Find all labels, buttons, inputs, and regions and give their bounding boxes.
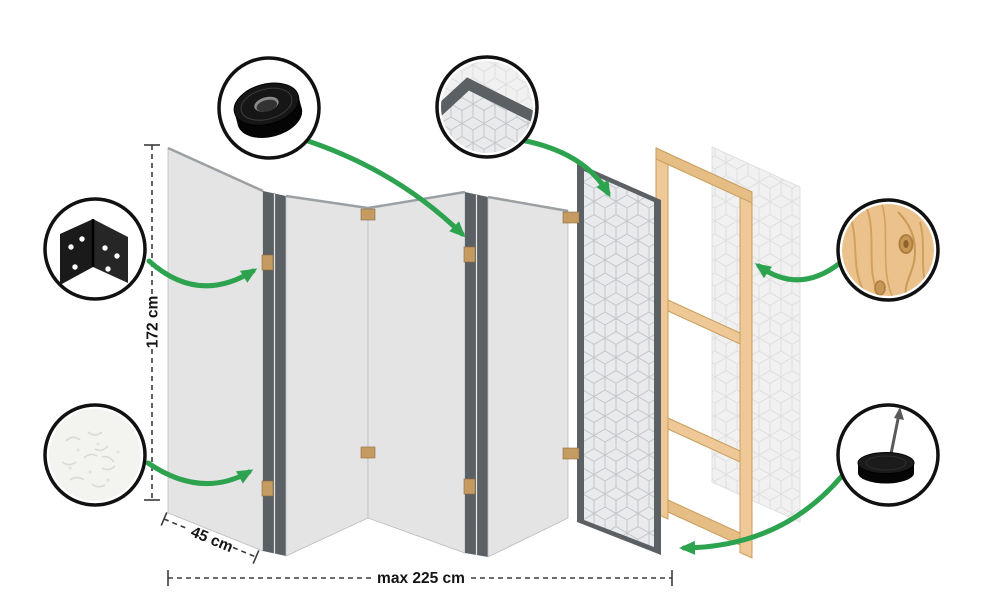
panel-1 <box>167 147 264 552</box>
callouts <box>43 55 940 507</box>
callout-foot <box>836 403 940 507</box>
callout-panel-corner <box>435 55 539 159</box>
arrow-tape <box>299 136 466 238</box>
hinge-bracket <box>261 254 274 271</box>
panel-5-surface <box>584 171 654 547</box>
frame-rung-upper <box>667 299 741 345</box>
total-width-dimension-label: max 225 cm <box>377 570 465 587</box>
arrow-wood <box>754 260 843 283</box>
frame-rung-lower <box>667 417 741 463</box>
callout-wood <box>836 198 940 302</box>
callout-fleece <box>43 403 147 507</box>
hinge-bracket <box>562 211 580 224</box>
hinge-bracket <box>360 208 376 221</box>
divider-screen <box>167 146 661 558</box>
hinge-bracket <box>463 478 476 495</box>
panel-3 <box>367 191 466 554</box>
fleece-texture-icon <box>49 409 141 501</box>
felt-foot-icon <box>857 407 915 484</box>
panel-top-edges <box>167 146 569 213</box>
dimension-height: 172 cm <box>144 144 162 501</box>
panel-2 <box>285 195 369 557</box>
arrow-hinge <box>146 258 258 289</box>
panel-corner-icon <box>441 61 533 153</box>
fabric-sheet <box>711 146 801 523</box>
hinge-icon <box>60 219 128 285</box>
hinge-bracket <box>360 446 376 459</box>
panel-5-patterned <box>577 163 661 555</box>
tape-roll-icon <box>233 82 303 138</box>
wood-texture-icon <box>842 204 934 296</box>
callout-arrows <box>145 136 844 555</box>
hinge-bracket <box>562 447 580 460</box>
arrow-panel-corner <box>518 137 611 198</box>
arrow-fleece <box>145 460 254 487</box>
panel-4 <box>487 196 569 558</box>
dimension-total-width: max 225 cm <box>167 570 673 587</box>
frame-right-rail <box>739 186 753 559</box>
callout-hinge <box>43 197 147 301</box>
arrow-foot <box>679 474 844 555</box>
height-dimension-label: 172 cm <box>145 296 162 349</box>
frame-bottom-bar <box>667 499 741 546</box>
callout-tape <box>217 56 321 160</box>
hinge-brackets <box>261 208 580 497</box>
hinge-bracket <box>261 480 274 497</box>
hinge-bracket <box>463 246 476 263</box>
frame-top-bar <box>655 147 753 204</box>
